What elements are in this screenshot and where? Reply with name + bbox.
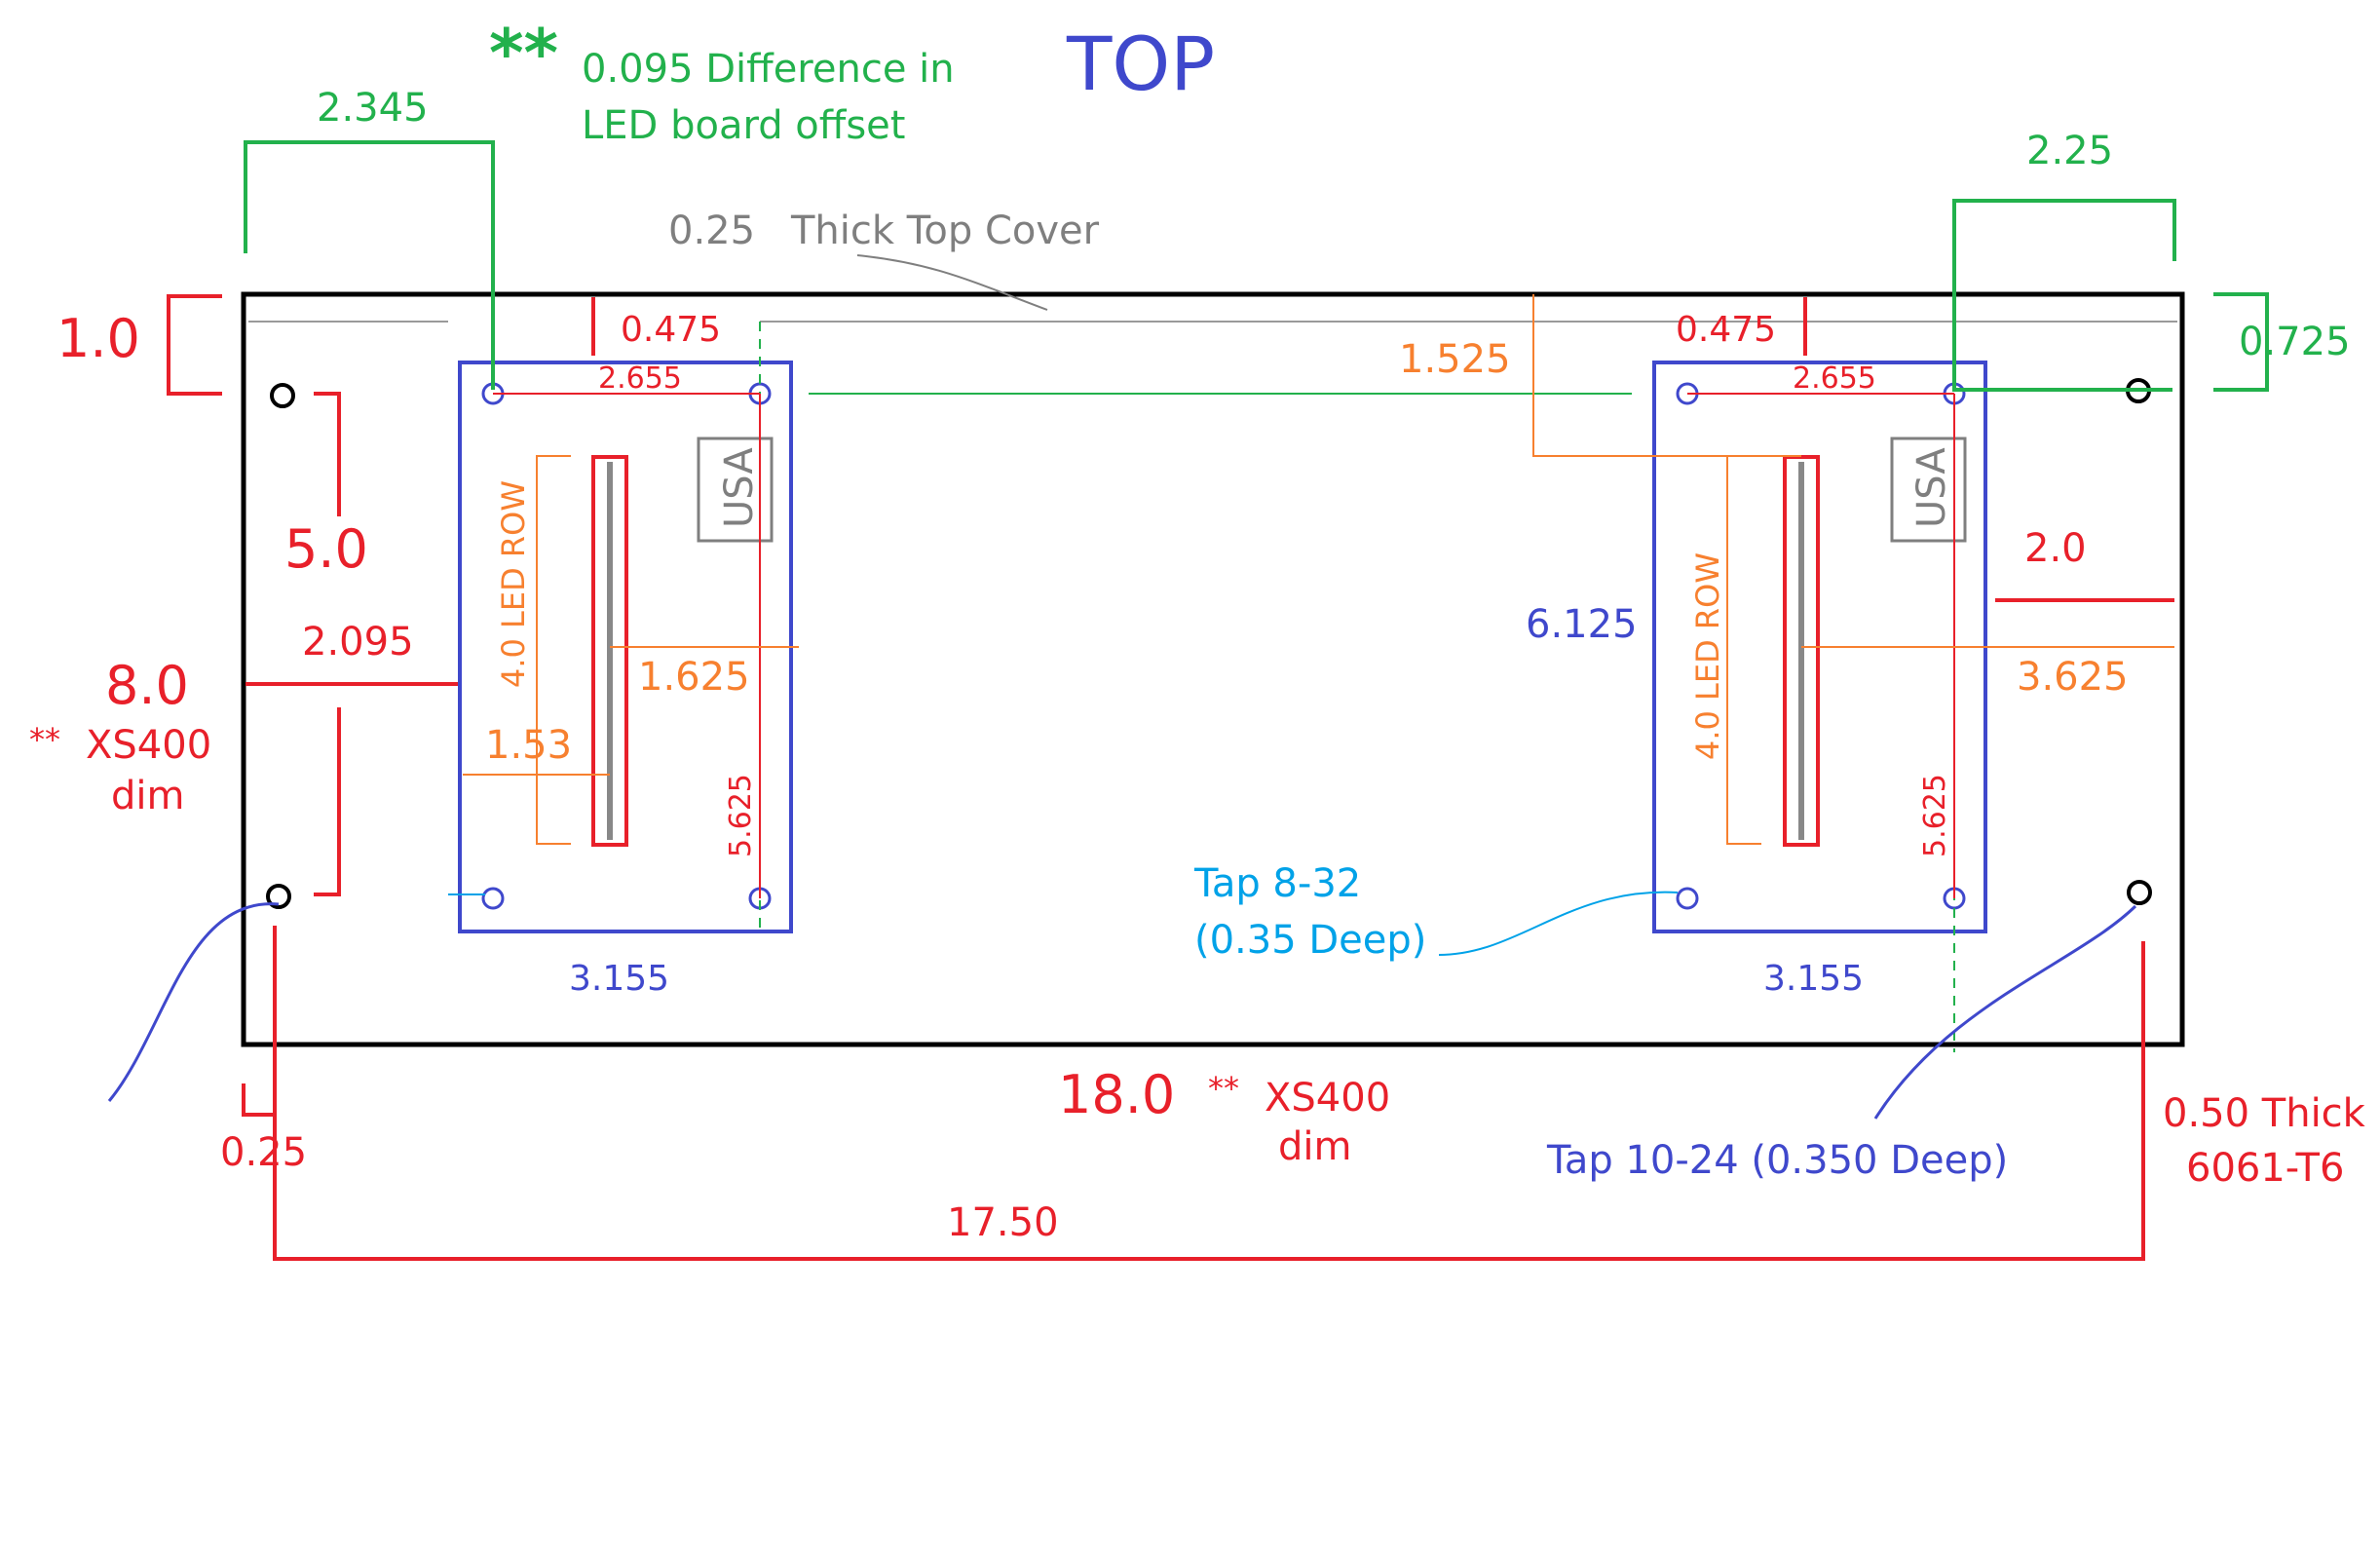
leader-tap-1024-left xyxy=(107,902,280,1102)
dim-line-025 xyxy=(242,1083,277,1117)
leader-tap-1024-right xyxy=(1873,904,2137,1120)
xs400-star-bottom: ** xyxy=(1208,1070,1239,1107)
right-led-row-label: 4.0 LED ROW xyxy=(1689,552,1726,760)
dim-label-10: 1.0 xyxy=(57,308,140,369)
dim-label-0725: 0.725 xyxy=(2239,320,2351,364)
mount-hole-bottom-left xyxy=(266,884,291,909)
dim-label-2095: 2.095 xyxy=(302,620,414,665)
usa-box-left xyxy=(697,437,774,543)
text-labels: TOP ** 0.095 Difference in LED board off… xyxy=(29,16,2366,1245)
left-usa-label: USA xyxy=(717,447,762,528)
tap-832-line2: (0.35 Deep) xyxy=(1194,918,1426,963)
drawing-title: TOP xyxy=(1066,20,1215,107)
dim-label-80: 8.0 xyxy=(105,655,189,716)
offset-note-line1: 0.095 Difference in xyxy=(582,47,955,92)
dim-label-6125: 6.125 xyxy=(1526,602,1638,647)
left-5625-label: 5.625 xyxy=(724,774,758,857)
red-dimensions xyxy=(167,294,2174,1261)
mount-hole-bottom-right xyxy=(2127,880,2152,905)
left-0475-label: 0.475 xyxy=(621,310,721,350)
plate-outline xyxy=(241,291,2185,1047)
blue-leaders xyxy=(107,902,2137,1120)
dim-label-50: 5.0 xyxy=(284,518,368,580)
dim-label-1750: 17.50 xyxy=(947,1200,1059,1245)
orange-dimensions xyxy=(463,294,2174,845)
cover-leader xyxy=(856,254,1048,311)
led-row-left xyxy=(591,455,628,847)
dim-word-left: dim xyxy=(111,774,184,818)
dim-line-2345 xyxy=(244,140,495,390)
board-hole xyxy=(1676,887,1699,910)
xs400-star-left: ** xyxy=(29,721,60,758)
dim-label-20: 2.0 xyxy=(2024,526,2087,571)
right-3625-label: 3.625 xyxy=(2017,655,2129,700)
xs400-word-left: XS400 xyxy=(86,723,211,768)
mount-hole-top-left xyxy=(270,383,295,408)
leader-tap-832 xyxy=(1438,891,1679,956)
left-153-label: 1.53 xyxy=(485,723,572,768)
xs400-word-bottom: XS400 xyxy=(1265,1076,1390,1121)
dim-label-1525: 1.525 xyxy=(1399,337,1511,382)
dim-line-10 xyxy=(167,294,222,396)
tap-1024-label: Tap 10-24 (0.350 Deep) xyxy=(1546,1138,2008,1183)
tap-832-line1: Tap 8-32 xyxy=(1193,861,1361,906)
right-2655-label: 2.655 xyxy=(1793,361,1876,396)
left-1625-label: 1.625 xyxy=(638,655,750,700)
dim-line-0725 xyxy=(2213,292,2269,392)
right-0475-label: 0.475 xyxy=(1676,310,1776,350)
material-line1: 0.50 Thick xyxy=(2163,1091,2366,1136)
dim-line-50-bottom xyxy=(314,707,341,896)
dim-label-225: 2.25 xyxy=(2026,129,2113,173)
left-3155-label: 3.155 xyxy=(569,959,669,999)
material-line2: 6061-T6 xyxy=(2186,1146,2344,1191)
left-led-row-label: 4.0 LED ROW xyxy=(495,480,532,688)
dim-line-0725-ref xyxy=(1952,263,2172,392)
dim-label-180: 18.0 xyxy=(1058,1064,1175,1125)
usa-box-right xyxy=(1890,437,1967,543)
board-hole xyxy=(481,887,505,910)
dim-label-025: 0.25 xyxy=(220,1130,307,1175)
dim-line-225 xyxy=(1952,199,2176,263)
dim-line-led-row-left xyxy=(536,455,571,845)
dim-line-1525 xyxy=(1532,294,1801,457)
right-usa-label: USA xyxy=(1909,447,1954,528)
dim-label-2345: 2.345 xyxy=(317,86,429,131)
dim-line-50-top xyxy=(314,392,341,516)
dim-word-bottom: dim xyxy=(1278,1124,1351,1169)
right-5625-label: 5.625 xyxy=(1918,774,1952,857)
offset-note-stars: ** xyxy=(489,16,558,93)
offset-note-line2: LED board offset xyxy=(582,103,905,148)
cover-thickness-label: 0.25 xyxy=(668,209,755,253)
left-2655-label: 2.655 xyxy=(598,361,682,396)
cover-note-label: Thick Top Cover xyxy=(790,209,1100,253)
right-3155-label: 3.155 xyxy=(1763,959,1864,999)
green-dimensions xyxy=(244,140,2269,392)
